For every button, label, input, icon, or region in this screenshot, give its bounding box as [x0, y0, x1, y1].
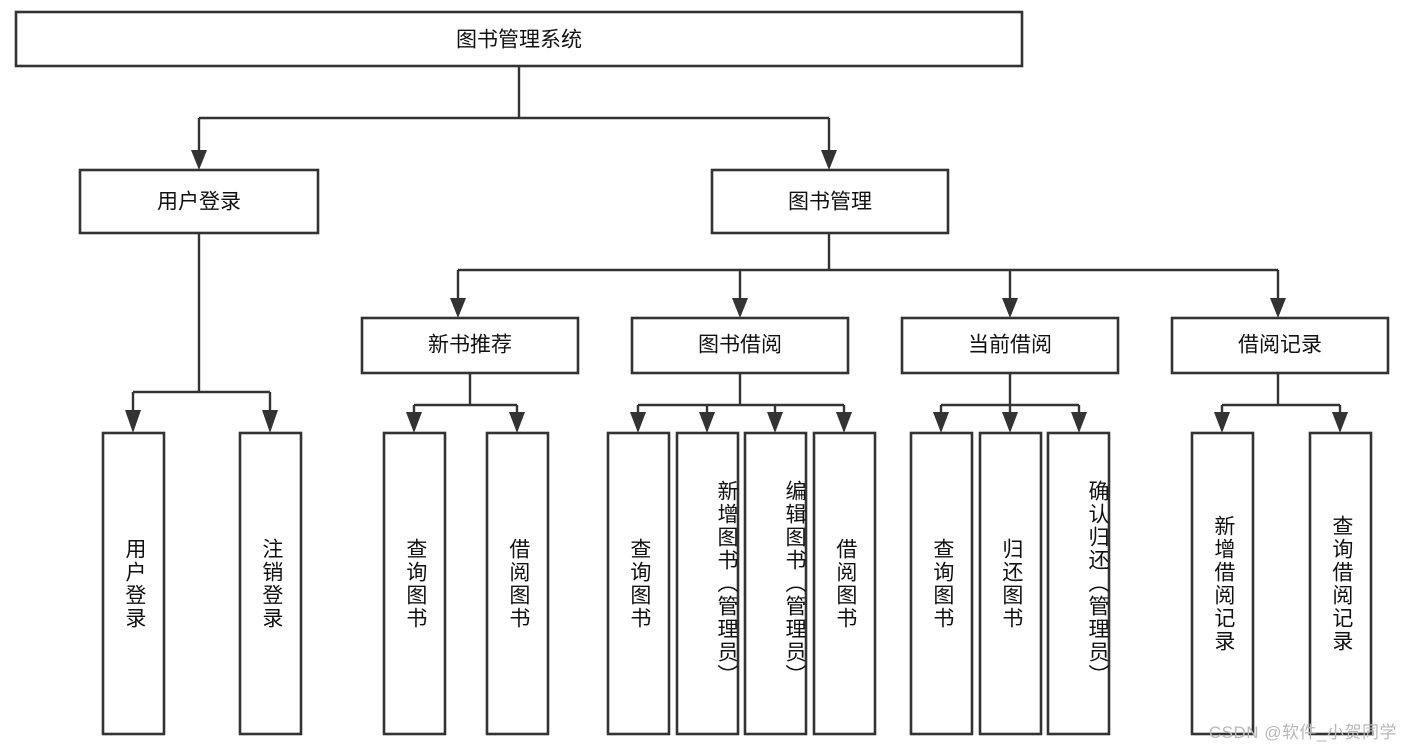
node-leaf-query-book-b[interactable]: [606, 431, 671, 736]
arrow-to-new-book: [450, 298, 466, 318]
node-book-manage[interactable]: [710, 168, 950, 235]
connector-layer: [125, 66, 1348, 433]
node-leaf-add-record[interactable]: [1190, 431, 1255, 736]
arrow-leaf-user-login: [125, 410, 141, 433]
label-book-manage: 图书管理: [788, 191, 872, 214]
node-leaf-query-record[interactable]: [1308, 431, 1373, 736]
arrow-leaf-borrow-book-a: [509, 412, 525, 433]
arrow-leaf-query-book-a: [406, 412, 422, 433]
label-book-borrow: 图书借阅: [698, 334, 782, 357]
arrow-to-current-borrow: [1002, 298, 1018, 318]
arrow-leaf-confirm-return: [1071, 412, 1087, 433]
arrow-leaf-add-book: [699, 412, 715, 433]
label-current-borrow: 当前借阅: [968, 334, 1052, 357]
node-leaf-confirm-return[interactable]: [1046, 431, 1111, 736]
label-borrow-record: 借阅记录: [1238, 334, 1322, 357]
arrow-leaf-borrow-book-b: [836, 412, 852, 433]
node-leaf-query-book-c[interactable]: [909, 431, 974, 736]
node-borrow-record[interactable]: [1170, 316, 1390, 375]
node-leaf-borrow-book-a[interactable]: [485, 431, 550, 736]
node-leaf-query-book-a[interactable]: [382, 431, 447, 736]
csdn-watermark: CSDN @软件_小贺同学: [1208, 723, 1397, 742]
arrow-leaf-add-record: [1214, 412, 1230, 433]
node-box-layer: [14, 10, 1390, 736]
arrow-to-book-borrow: [732, 298, 748, 318]
arrow-leaf-query-book-b: [630, 412, 646, 433]
node-user-login[interactable]: [78, 168, 320, 235]
node-leaf-add-book[interactable]: [675, 431, 740, 736]
arrow-to-user-login: [191, 150, 207, 170]
node-label-layer: 图书管理系统 用户登录 图书管理 新书推荐 图书借阅 当前借阅 借阅记录: [157, 29, 1322, 357]
label-user-login: 用户登录: [157, 191, 241, 214]
arrow-to-book-manage: [821, 150, 837, 170]
node-leaf-return-book[interactable]: [978, 431, 1043, 736]
node-leaf-borrow-book-b[interactable]: [812, 431, 877, 736]
arrow-leaf-edit-book: [767, 412, 783, 433]
arrow-leaf-query-record: [1332, 412, 1348, 433]
node-leaf-user-login[interactable]: [101, 431, 166, 736]
label-root-book-system: 图书管理系统: [456, 29, 582, 52]
node-book-borrow[interactable]: [630, 316, 850, 375]
node-leaf-edit-book[interactable]: [743, 431, 808, 736]
node-current-borrow[interactable]: [900, 316, 1120, 375]
arrow-leaf-query-book-c: [933, 412, 949, 433]
arrow-leaf-return-book: [1002, 412, 1018, 433]
arrow-leaf-logout: [262, 410, 278, 433]
node-leaf-logout[interactable]: [238, 431, 303, 736]
arrow-to-borrow-record: [1270, 298, 1286, 318]
label-new-book-recommend: 新书推荐: [428, 334, 512, 357]
node-new-book-recommend[interactable]: [360, 316, 580, 375]
node-root-book-system[interactable]: [14, 10, 1024, 68]
